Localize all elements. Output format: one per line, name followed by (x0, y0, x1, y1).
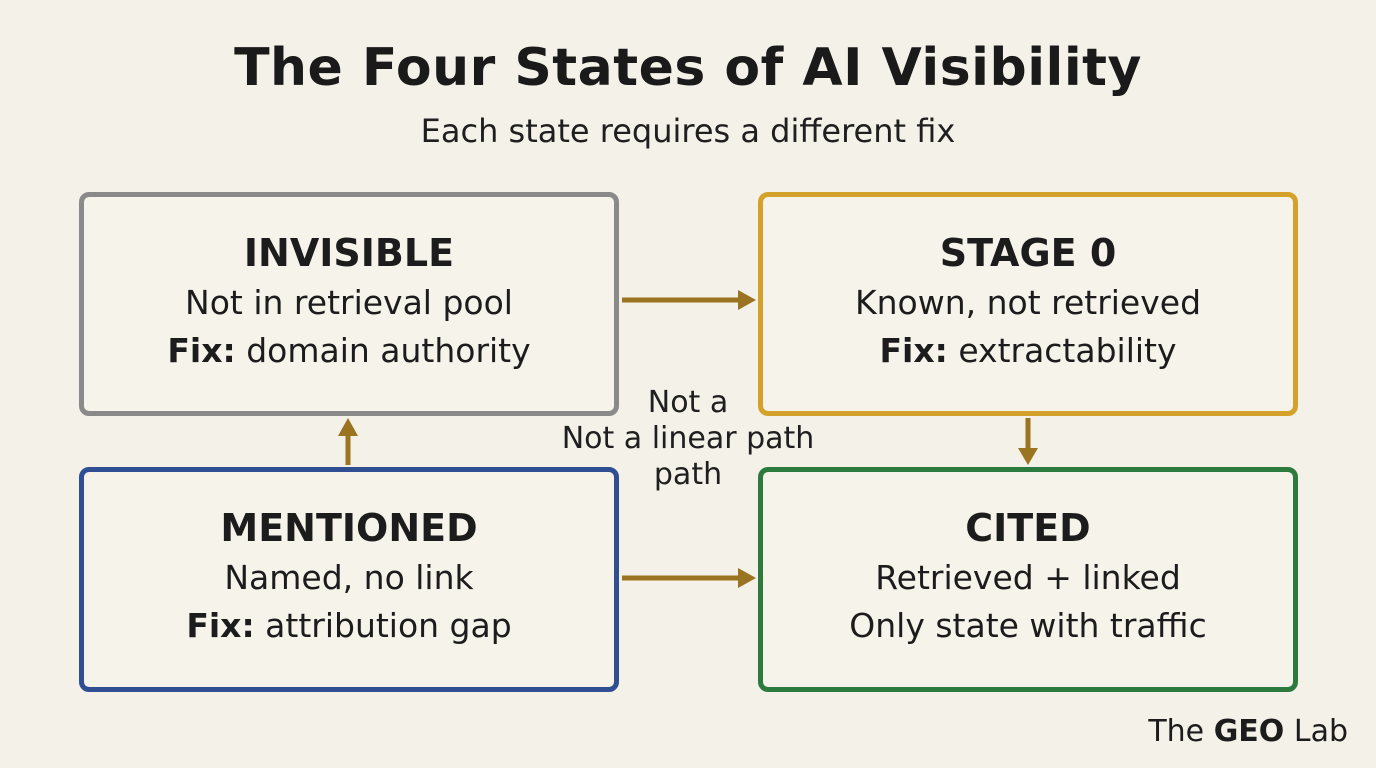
state-mentioned-heading: MENTIONED (220, 506, 478, 550)
arrowhead-invisible-to-stage0 (738, 290, 756, 310)
state-cited-note: Only state with traffic (849, 606, 1207, 645)
brand-logo: The GEO Lab (1148, 714, 1348, 749)
state-invisible-box: INVISIBLE Not in retrieval pool Fix: dom… (79, 192, 619, 416)
state-stage0-box: STAGE 0 Known, not retrieved Fix: extrac… (758, 192, 1298, 416)
state-mentioned-box: MENTIONED Named, no link Fix: attributio… (79, 467, 619, 692)
state-invisible-description: Not in retrieval pool (185, 283, 513, 322)
page-title: The Four States of AI Visibility (234, 38, 1142, 98)
state-mentioned-fix: Fix: attribution gap (84, 606, 614, 646)
fix-text: domain authority (246, 331, 531, 370)
fix-label: Fix: (186, 606, 255, 645)
state-stage0-heading: STAGE 0 (939, 231, 1117, 275)
fix-text: extractability (958, 331, 1177, 370)
fix-text: attribution gap (265, 606, 512, 645)
state-mentioned-description: Named, no link (224, 558, 474, 597)
arrowhead-stage0-to-cited (1018, 448, 1038, 465)
state-invisible-heading: INVISIBLE (243, 231, 455, 275)
center-note-line-2: Not a linear path (561, 421, 815, 456)
logo-prefix: The (1148, 714, 1205, 749)
fix-label: Fix: (167, 331, 236, 370)
arrowhead-mentioned-to-cited (738, 568, 756, 588)
logo-suffix: Lab (1293, 714, 1348, 749)
logo-brand: GEO (1213, 714, 1285, 749)
state-invisible-fix: Fix: domain authority (84, 331, 614, 371)
state-cited-heading: CITED (965, 506, 1091, 550)
fix-label: Fix: (879, 331, 948, 370)
state-stage0-fix: Fix: extractability (763, 331, 1293, 371)
state-cited-box: CITED Retrieved + linked Only state with… (758, 467, 1298, 692)
center-note-line-3: path (653, 457, 723, 492)
center-note-line-1: Not a (647, 385, 729, 420)
state-stage0-description: Known, not retrieved (854, 283, 1202, 322)
arrowhead-mentioned-to-invisible (338, 418, 358, 436)
state-cited-description: Retrieved + linked (875, 558, 1181, 597)
center-note: Not a Not a linear path path (548, 385, 828, 493)
page-subtitle: Each state requires a different fix (420, 112, 956, 150)
